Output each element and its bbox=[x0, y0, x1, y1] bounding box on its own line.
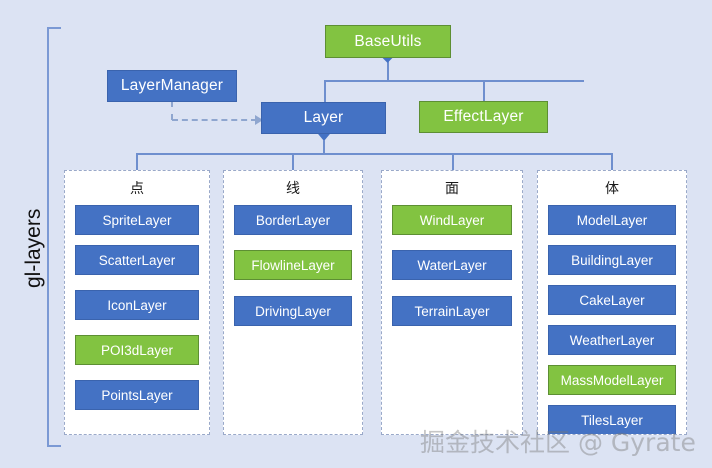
item-pointslayer[interactable]: PointsLayer bbox=[75, 380, 199, 410]
connector-to-effectlayer bbox=[483, 80, 485, 104]
item-scatterlayer[interactable]: ScatterLayer bbox=[75, 245, 199, 275]
item-label: MassModelLayer bbox=[560, 372, 664, 388]
group-line-title: 线 bbox=[286, 181, 300, 197]
node-baseutils[interactable]: BaseUtils bbox=[325, 25, 451, 58]
item-label: BuildingLayer bbox=[571, 252, 653, 268]
item-spritelayer[interactable]: SpriteLayer bbox=[75, 205, 199, 235]
item-buildinglayer[interactable]: BuildingLayer bbox=[548, 245, 676, 275]
item-weatherlayer[interactable]: WeatherLayer bbox=[548, 325, 676, 355]
node-layer[interactable]: Layer bbox=[261, 102, 386, 134]
item-label: WaterLayer bbox=[417, 257, 487, 273]
item-label: POI3dLayer bbox=[100, 342, 174, 358]
connector-groups-bus bbox=[136, 153, 613, 155]
group-point: 点 SpriteLayer ScatterLayer IconLayer POI… bbox=[64, 170, 210, 435]
item-label: SpriteLayer bbox=[102, 212, 172, 228]
group-volume: 体 ModelLayer BuildingLayer CakeLayer Wea… bbox=[537, 170, 687, 435]
connector-level2-bus bbox=[324, 80, 584, 82]
node-effectlayer-label: EffectLayer bbox=[443, 108, 524, 125]
dependency-arrowhead bbox=[255, 115, 263, 125]
connector-to-layer bbox=[324, 80, 326, 104]
item-label: ScatterLayer bbox=[98, 252, 176, 268]
item-windlayer[interactable]: WindLayer bbox=[392, 205, 512, 235]
item-modellayer[interactable]: ModelLayer bbox=[548, 205, 676, 235]
item-label: WeatherLayer bbox=[569, 332, 655, 348]
item-drivinglayer[interactable]: DrivingLayer bbox=[234, 296, 352, 326]
dependency-stub-down bbox=[171, 101, 173, 120]
group-point-title: 点 bbox=[130, 181, 144, 197]
dependency-layermanager-to-layer bbox=[172, 119, 257, 121]
group-surface-title: 面 bbox=[445, 181, 459, 197]
gl-layers-label: gl-layers bbox=[22, 208, 45, 288]
connector-to-group-volume bbox=[611, 153, 613, 171]
item-poi3dlayer[interactable]: POI3dLayer bbox=[75, 335, 199, 365]
gl-layers-bracket bbox=[47, 27, 61, 447]
group-surface: 面 WindLayer WaterLayer TerrainLayer bbox=[381, 170, 523, 435]
item-label: WindLayer bbox=[419, 212, 485, 228]
node-effectlayer[interactable]: EffectLayer bbox=[419, 101, 548, 133]
item-massmodellayer[interactable]: MassModelLayer bbox=[548, 365, 676, 395]
item-iconlayer[interactable]: IconLayer bbox=[75, 290, 199, 320]
item-waterlayer[interactable]: WaterLayer bbox=[392, 250, 512, 280]
node-layermanager-label: LayerManager bbox=[120, 77, 224, 94]
group-line: 线 BorderLayer FlowlineLayer DrivingLayer bbox=[223, 170, 363, 435]
item-cakelayer[interactable]: CakeLayer bbox=[548, 285, 676, 315]
item-label: BorderLayer bbox=[255, 212, 331, 228]
item-label: CakeLayer bbox=[579, 292, 645, 308]
node-layer-label: Layer bbox=[303, 109, 344, 126]
item-label: TerrainLayer bbox=[414, 303, 490, 319]
item-borderlayer[interactable]: BorderLayer bbox=[234, 205, 352, 235]
item-label: IconLayer bbox=[107, 297, 167, 313]
connector-layer-down bbox=[323, 140, 325, 154]
item-label: PointsLayer bbox=[101, 387, 173, 403]
item-label: ModelLayer bbox=[576, 212, 648, 228]
connector-to-group-line bbox=[292, 153, 294, 171]
connector-baseutils-down bbox=[387, 57, 389, 81]
connector-to-group-point bbox=[136, 153, 138, 171]
item-label: TilesLayer bbox=[581, 412, 643, 428]
connector-to-group-surface bbox=[452, 153, 454, 171]
item-tileslayer[interactable]: TilesLayer bbox=[548, 405, 676, 434]
item-flowlinelayer[interactable]: FlowlineLayer bbox=[234, 250, 352, 280]
group-volume-title: 体 bbox=[605, 181, 619, 197]
item-label: FlowlineLayer bbox=[251, 257, 335, 273]
item-terrainlayer[interactable]: TerrainLayer bbox=[392, 296, 512, 326]
node-baseutils-label: BaseUtils bbox=[354, 32, 422, 50]
item-label: DrivingLayer bbox=[255, 303, 331, 319]
node-layermanager[interactable]: LayerManager bbox=[107, 70, 237, 102]
